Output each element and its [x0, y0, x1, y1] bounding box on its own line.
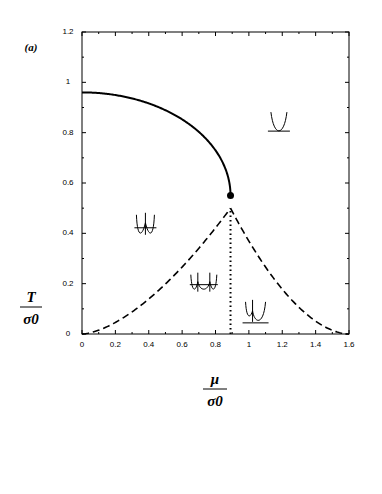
- triple-well-icon: [190, 273, 218, 292]
- dotted-line: [230, 208, 232, 334]
- plot-frame: [82, 32, 349, 334]
- x-tick-label: 0.4: [143, 341, 154, 349]
- x-axis-label: μ: [211, 372, 219, 387]
- critical-point: [227, 192, 234, 199]
- y-tick-label: 1.2: [62, 28, 73, 36]
- x-tick-label: 0.8: [210, 341, 221, 349]
- y-tick-label: 0.8: [62, 129, 73, 137]
- y-axis-label: T: [26, 290, 35, 305]
- y-tick-label: 1: [66, 78, 70, 86]
- fraction-bar: [203, 389, 227, 390]
- first-order-line: [82, 92, 231, 195]
- single-well-icon: [268, 112, 290, 131]
- spinodal-left: [82, 208, 231, 334]
- spinodal-right: [231, 208, 349, 334]
- x-tick-label: 1.2: [277, 341, 288, 349]
- x-tick-label: 0.2: [110, 341, 121, 349]
- double-well-icon: [134, 213, 156, 235]
- asymmetric-well-icon: [243, 300, 269, 323]
- axis-ticks: [82, 32, 349, 334]
- y-tick-label: 0.4: [62, 229, 73, 237]
- panel-tag: (a): [25, 42, 38, 53]
- y-tick-label: 0.2: [62, 280, 73, 288]
- x-tick-label: 1: [247, 341, 251, 349]
- y-tick-label: 0.6: [62, 179, 73, 187]
- x-axis-unit: σ0: [207, 394, 223, 409]
- x-tick-label: 0.6: [177, 341, 188, 349]
- x-tick-label: 1.4: [310, 341, 321, 349]
- x-tick-label: 0: [80, 341, 84, 349]
- y-axis-unit: σ0: [23, 312, 39, 327]
- y-tick-label: 0: [66, 330, 70, 338]
- fraction-bar: [20, 307, 42, 308]
- x-tick-label: 1.6: [343, 341, 354, 349]
